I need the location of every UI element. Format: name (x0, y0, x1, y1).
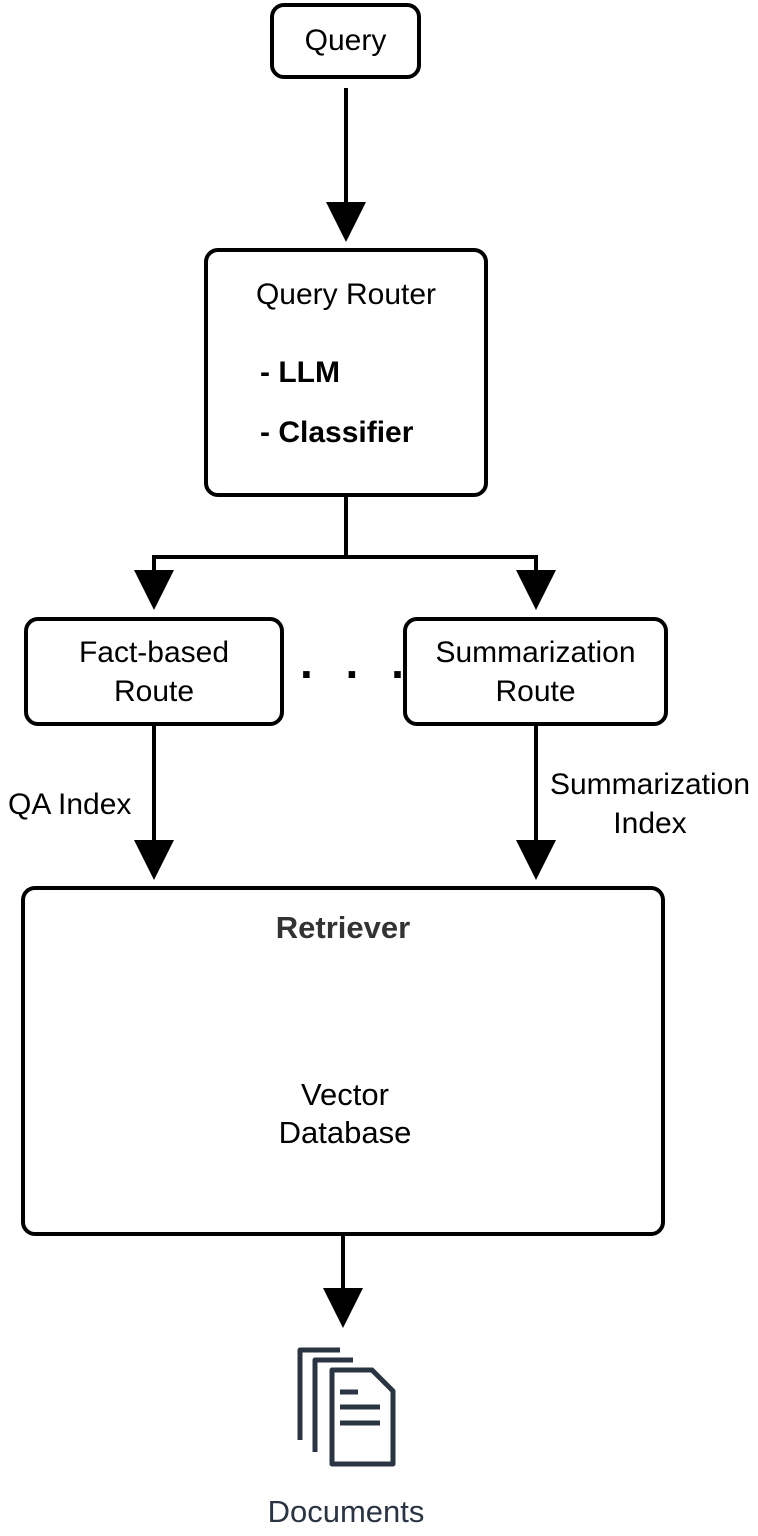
documents-icon (297, 1347, 396, 1467)
vector-db-line-2: Database (278, 1115, 412, 1150)
query-router-title: Query Router (255, 278, 437, 311)
retriever-node: Retriever (21, 886, 665, 1236)
query-node: Query (270, 3, 421, 79)
vector-database-label: Vector Database (233, 1076, 457, 1152)
query-router-node: Query Router - LLM - Classifier (204, 248, 488, 497)
documents-label: Documents (267, 1494, 425, 1529)
router-item-classifier: - Classifier (260, 416, 414, 449)
more-routes-ellipsis: . . . (300, 636, 414, 688)
fact-route-line-1: Fact-based (78, 635, 230, 669)
summ-route-line-1: Summarization (435, 635, 636, 669)
summarization-index-label: Summarization Index (544, 765, 756, 843)
router-item-llm: - LLM (260, 356, 340, 389)
summ-index-line-2: Index (613, 807, 687, 840)
retriever-title: Retriever (275, 910, 411, 945)
edge-router-to-summ (346, 555, 556, 610)
fact-route-line-2: Route (113, 674, 195, 708)
edge-router-split (134, 497, 348, 610)
fact-based-route-node: Fact-based Route (24, 617, 284, 726)
summarization-route-node: Summarization Route (403, 617, 668, 726)
qa-index-label: QA Index (8, 788, 132, 821)
query-label: Query (304, 24, 387, 57)
vector-db-line-1: Vector (301, 1077, 389, 1112)
summ-index-line-1: Summarization (549, 768, 751, 801)
summ-route-line-2: Route (495, 674, 576, 708)
